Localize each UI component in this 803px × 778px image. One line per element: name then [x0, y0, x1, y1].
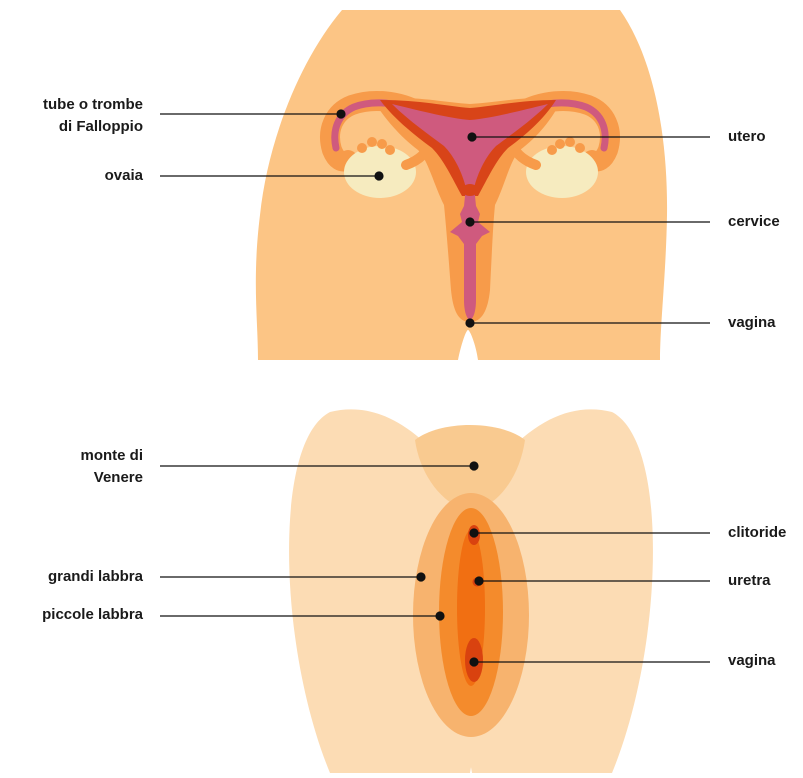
- label-urethra: uretra: [728, 570, 771, 592]
- label-mons-pubis: monte di Venere: [81, 445, 144, 489]
- label-vagina-bottom: vagina: [728, 650, 776, 672]
- label-uterus: utero: [728, 126, 766, 148]
- cervix-knot: [462, 184, 478, 196]
- label-ovaries: ovaia: [105, 165, 143, 187]
- label-labia-minora: piccole labbra: [42, 604, 143, 626]
- internal-anatomy: [256, 10, 667, 360]
- label-cervix: cervice: [728, 211, 780, 233]
- right-ovary: [526, 146, 598, 198]
- label-fallopian-tubes: tube o trombe di Falloppio: [43, 94, 143, 138]
- label-clitoris: clitoride: [728, 522, 786, 544]
- label-labia-majora: grandi labbra: [48, 566, 143, 588]
- label-vagina-top: vagina: [728, 312, 776, 334]
